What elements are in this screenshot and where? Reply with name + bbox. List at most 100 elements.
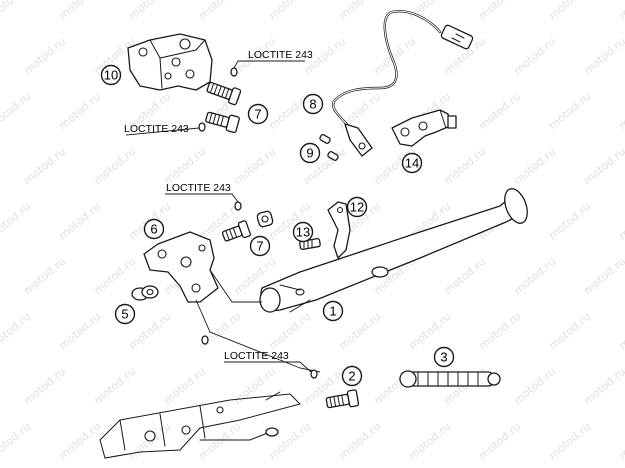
watermark-text: motod.ru xyxy=(231,145,278,187)
loctite-note-middle: LOCTITE 243 xyxy=(166,182,231,194)
callout-6: 6 xyxy=(143,218,165,240)
bolt-set-middle xyxy=(165,193,274,242)
loctite-note-top: LOCTITE 243 xyxy=(248,49,313,61)
watermark-text: motod.ru xyxy=(476,90,523,132)
watermark-text: motod.ru xyxy=(406,420,453,462)
callout-14: 14 xyxy=(401,152,423,174)
callout-12-label: 12 xyxy=(350,200,364,215)
watermark-text: motod.ru xyxy=(546,310,593,352)
watermark-text: motod.ru xyxy=(336,310,383,352)
callout-12: 12 xyxy=(346,196,368,218)
lower-frame-assembly xyxy=(99,391,301,459)
watermark-text: motod.ru xyxy=(616,90,625,132)
watermark-text: motod.ru xyxy=(336,90,383,132)
watermark-text: motod.ru xyxy=(581,255,625,297)
callout-3-label: 3 xyxy=(440,350,447,365)
part-5-bushing xyxy=(131,285,159,301)
watermark-text: motod.ru xyxy=(21,145,68,187)
callout-7-lower: 7 xyxy=(249,235,271,257)
watermark-text: motod.ru xyxy=(581,365,625,407)
loctite-note-left: LOCTITE 243 xyxy=(124,123,189,135)
callout-2: 2 xyxy=(341,365,363,387)
watermark-text: motod.ru xyxy=(0,310,33,352)
watermark-text: motod.ru xyxy=(266,0,313,22)
watermark-text: motod.ru xyxy=(546,420,593,462)
watermark-text: motod.ru xyxy=(616,310,625,352)
watermark-text: motod.ru xyxy=(441,145,488,187)
callout-7-upper-label: 7 xyxy=(254,107,261,122)
callout-14-label: 14 xyxy=(405,156,419,171)
watermark-text: motod.ru xyxy=(546,200,593,242)
watermark-text: motod.ru xyxy=(476,0,523,22)
watermark-text: motod.ru xyxy=(21,35,68,77)
callout-13-label: 13 xyxy=(296,225,310,240)
loctite-note-bottom: LOCTITE 243 xyxy=(224,350,289,362)
watermark-text: motod.ru xyxy=(546,0,593,22)
watermark-text: motod.ru xyxy=(441,255,488,297)
watermark-text: motod.ru xyxy=(21,255,68,297)
watermark-text: motod.ru xyxy=(616,200,625,242)
watermark-text: motod.ru xyxy=(56,420,103,462)
watermark-text: motod.ru xyxy=(546,90,593,132)
callout-5: 5 xyxy=(114,303,136,325)
watermark-text: motod.ru xyxy=(266,420,313,462)
watermark-text: motod.ru xyxy=(91,255,138,297)
watermark-text: motod.ru xyxy=(266,310,313,352)
watermark-text: motod.ru xyxy=(406,310,453,352)
callout-9: 9 xyxy=(299,142,321,164)
watermark-text: motod.ru xyxy=(56,90,103,132)
watermark-text: motod.ru xyxy=(161,365,208,407)
watermark-text: motod.ru xyxy=(511,145,558,187)
watermark-text: motod.ru xyxy=(56,310,103,352)
callout-1: 1 xyxy=(322,300,344,322)
callout-2-label: 2 xyxy=(348,369,355,384)
callout-10: 10 xyxy=(100,64,122,86)
part-1-stand-leg xyxy=(259,188,528,313)
watermark-text: motod.ru xyxy=(0,0,33,22)
watermark-text: motod.ru xyxy=(196,0,243,22)
watermark-text: motod.ru xyxy=(406,0,453,22)
watermark-text: motod.ru xyxy=(0,420,33,462)
watermark-text: motod.ru xyxy=(231,365,278,407)
watermark-text: motod.ru xyxy=(511,255,558,297)
callout-8: 8 xyxy=(302,93,324,115)
part-2-bolt xyxy=(325,389,360,409)
part-14-sensor-bracket xyxy=(391,109,457,147)
watermark-text: motod.ru xyxy=(336,0,383,22)
callout-8-label: 8 xyxy=(309,97,316,112)
watermark-text: motod.ru xyxy=(616,420,625,462)
part-9-screws xyxy=(319,133,339,162)
watermark-text: motod.ru xyxy=(581,35,625,77)
watermark-text: motod.ru xyxy=(56,0,103,22)
watermark-text: motod.ru xyxy=(91,365,138,407)
watermark-text: motod.ru xyxy=(126,0,173,22)
callout-10-label: 10 xyxy=(104,68,118,83)
watermark-text: motod.ru xyxy=(56,200,103,242)
watermark-text: motod.ru xyxy=(616,0,625,22)
callout-7-lower-label: 7 xyxy=(256,239,263,254)
watermark-text: motod.ru xyxy=(511,365,558,407)
bolt-set-upper xyxy=(125,60,305,136)
part-12-spring-hook xyxy=(327,201,351,259)
watermark-text: motod.ru xyxy=(0,90,33,132)
callout-7-upper: 7 xyxy=(247,103,269,125)
callout-9-label: 9 xyxy=(306,146,313,161)
watermark-text: motod.ru xyxy=(91,145,138,187)
watermark-text: motod.ru xyxy=(581,145,625,187)
callout-1-label: 1 xyxy=(329,304,336,319)
callout-5-label: 5 xyxy=(121,307,128,322)
watermark-text: motod.ru xyxy=(161,145,208,187)
part-6-stand-plate xyxy=(143,231,219,303)
watermark-text: motod.ru xyxy=(0,200,33,242)
part-10-mounting-bracket xyxy=(127,33,213,91)
callout-3: 3 xyxy=(433,346,455,368)
watermark-text: motod.ru xyxy=(511,35,558,77)
watermark-text: motod.ru xyxy=(21,365,68,407)
watermark-text: motod.ru xyxy=(371,35,418,77)
watermark-text: motod.ru xyxy=(476,420,523,462)
watermark-text: motod.ru xyxy=(476,310,523,352)
watermark-text: motod.ru xyxy=(336,420,383,462)
callout-13: 13 xyxy=(292,221,314,243)
part-3-spring xyxy=(399,370,501,388)
